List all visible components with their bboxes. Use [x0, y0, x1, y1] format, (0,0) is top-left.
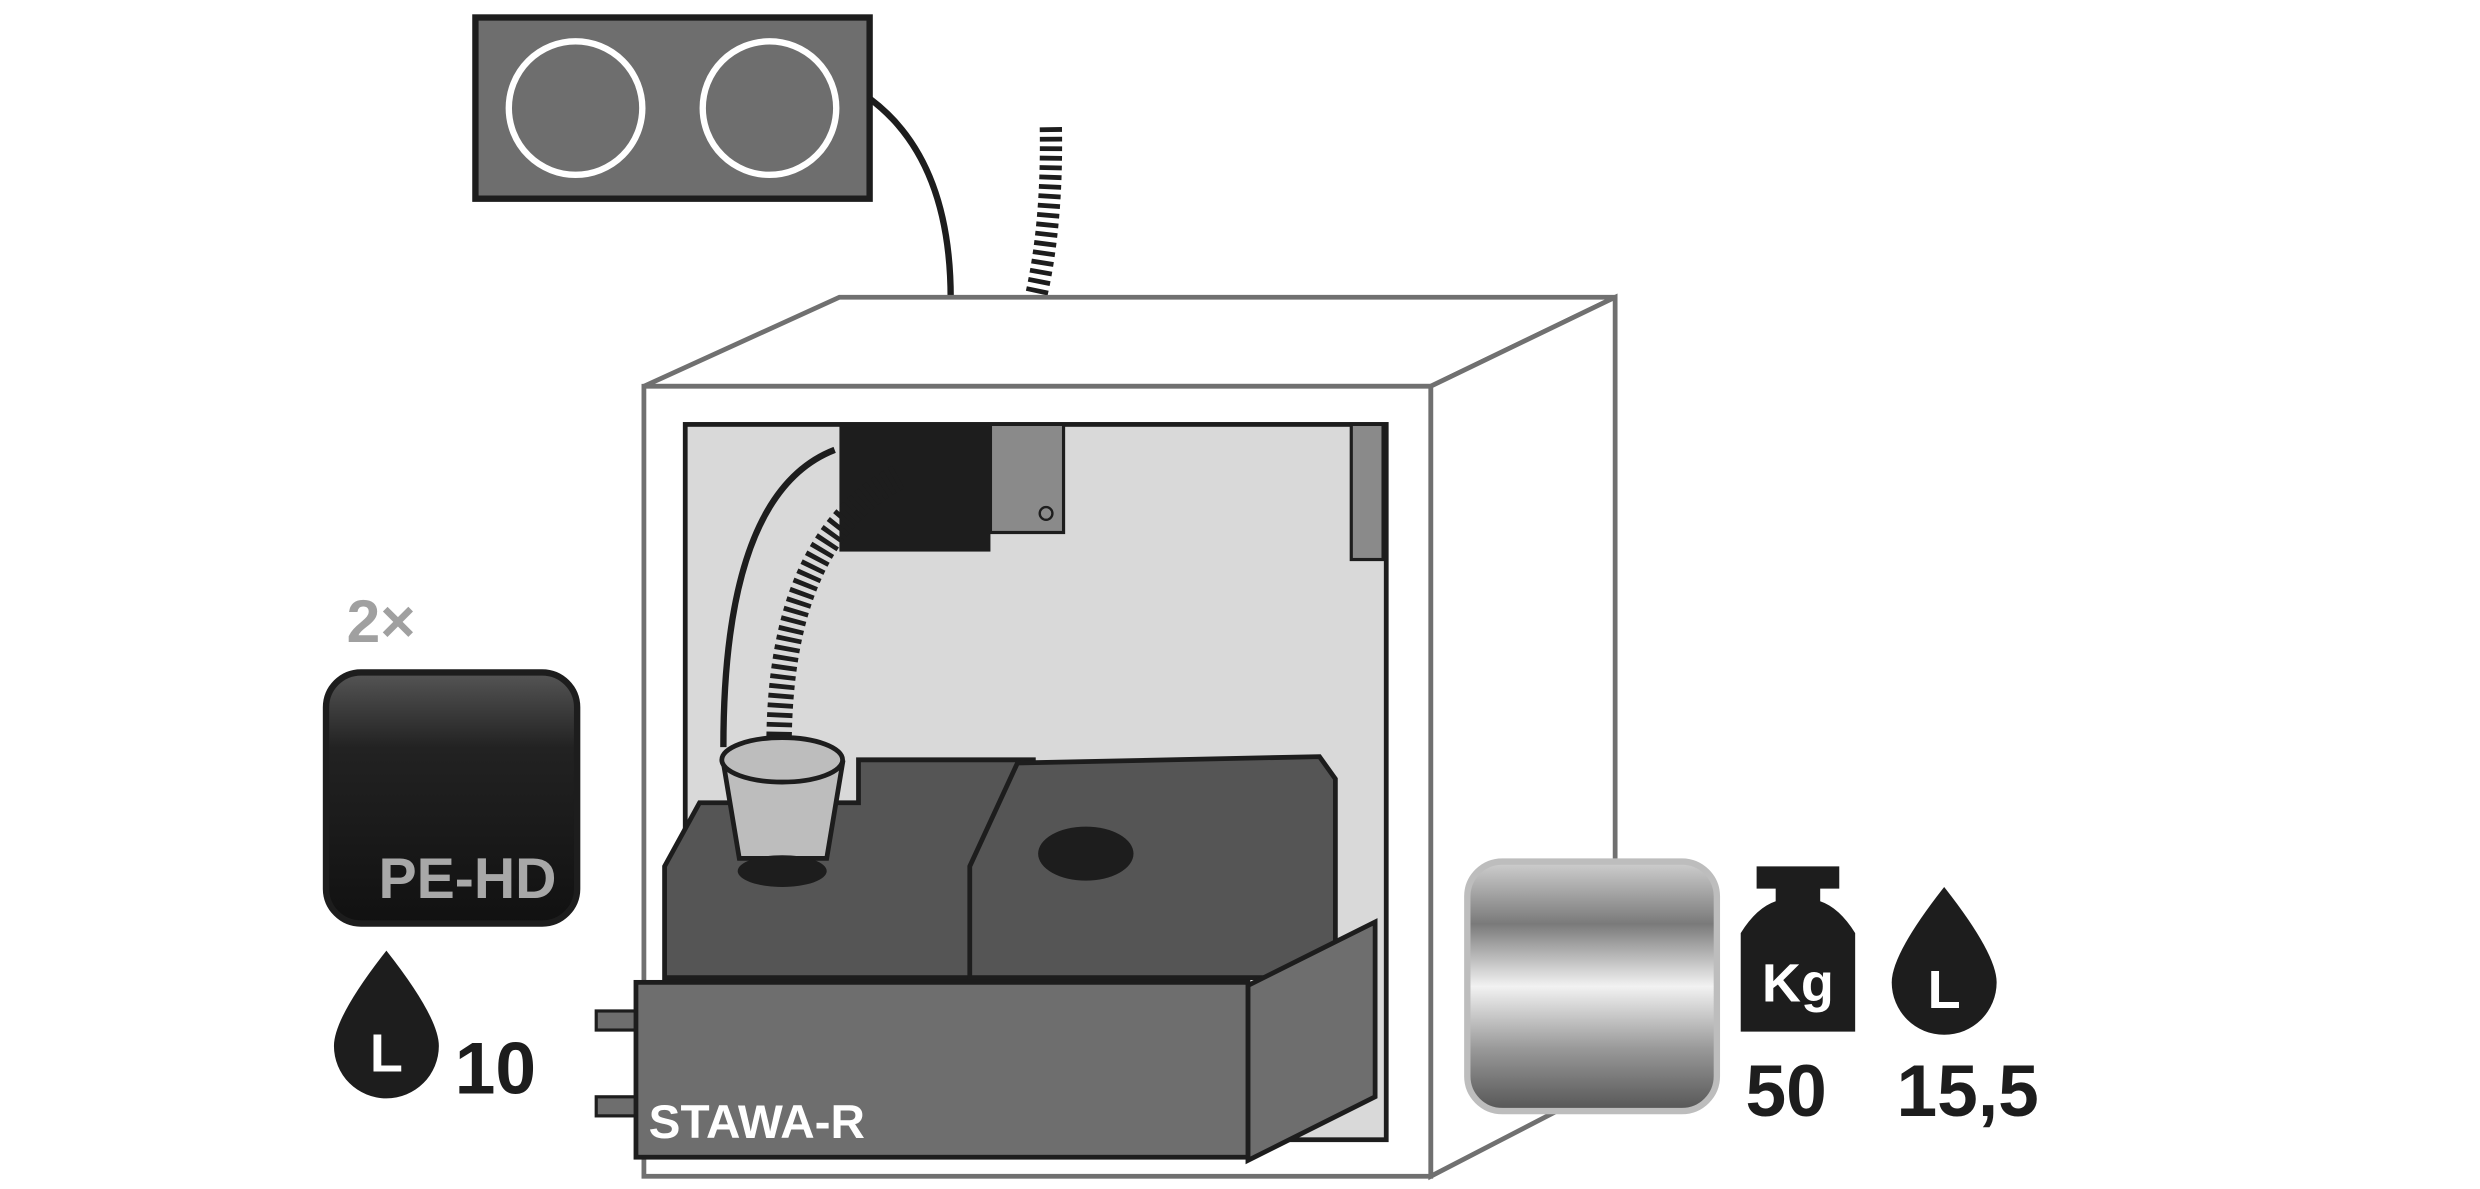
quantity-label: 2×	[347, 587, 416, 655]
exhaust-hose	[1025, 126, 1063, 297]
steel-material-badge	[1464, 858, 1721, 1115]
weight-icon	[1740, 866, 1856, 1032]
material-badge: 2× PE-HD	[322, 587, 581, 927]
canisters	[662, 735, 1338, 980]
liter-drop-icon	[333, 950, 439, 1099]
load-capacity-value: 50	[1745, 1051, 1826, 1132]
canister-volume-value: 10	[455, 1029, 536, 1110]
load-capacity: Kg 50	[1740, 866, 1856, 1132]
svg-text:L: L	[370, 1023, 403, 1083]
canister-volume: L 10	[333, 950, 536, 1110]
model-label: STAWA-R	[649, 1096, 865, 1149]
tray-volume-value: 15,5	[1896, 1051, 2038, 1132]
svg-text:L: L	[1928, 960, 1961, 1020]
liter-drop-icon	[1891, 886, 1997, 1035]
exhaust-fan-unit	[472, 14, 954, 299]
tray-volume: L 15,5	[1891, 886, 2039, 1132]
material-name: PE-HD	[378, 847, 556, 911]
drawer-tray: STAWA-R	[594, 918, 1378, 1165]
svg-text:Kg: Kg	[1762, 953, 1834, 1013]
